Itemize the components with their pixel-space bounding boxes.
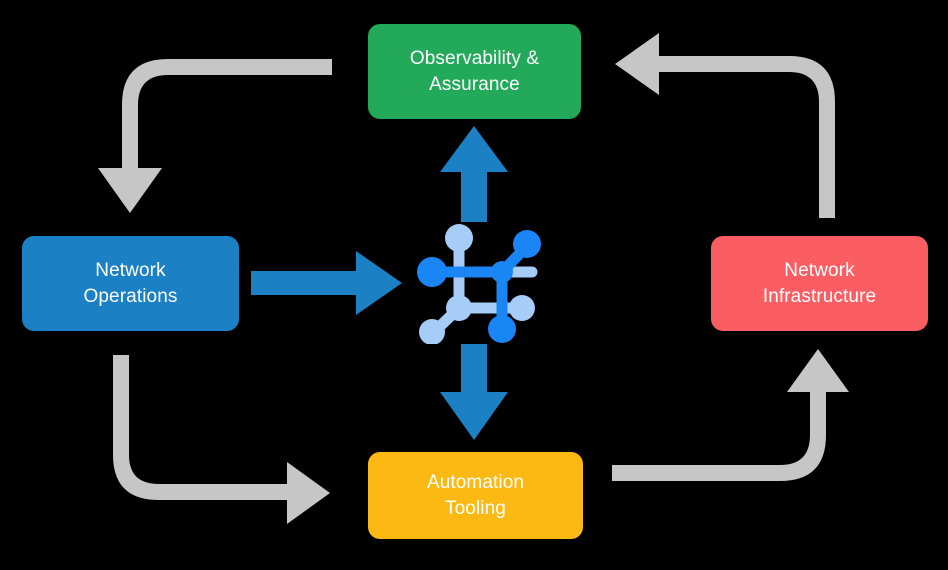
- topology-nodes-light: [419, 224, 535, 345]
- gray-arrow-observability-to-operations: [98, 59, 332, 213]
- blue-arrow-hub-to-automation: [440, 344, 508, 440]
- gray-arrow-operations-to-automation: [113, 355, 330, 524]
- topology-nodes-dark: [417, 230, 541, 343]
- blue-arrow-operations-to-hub: [251, 251, 402, 315]
- node-network-operations[interactable]: Network Operations: [22, 236, 239, 331]
- node-automation-tooling[interactable]: Automation Tooling: [368, 452, 583, 539]
- gray-arrow-infrastructure-to-observability: [615, 33, 835, 218]
- blue-arrow-hub-to-observability: [440, 126, 508, 222]
- gray-arrow-automation-to-infrastructure: [612, 349, 849, 481]
- node-observability-assurance[interactable]: Observability & Assurance: [368, 24, 581, 119]
- network-topology-icon: [414, 216, 546, 345]
- node-network-infrastructure[interactable]: Network Infrastructure: [711, 236, 928, 331]
